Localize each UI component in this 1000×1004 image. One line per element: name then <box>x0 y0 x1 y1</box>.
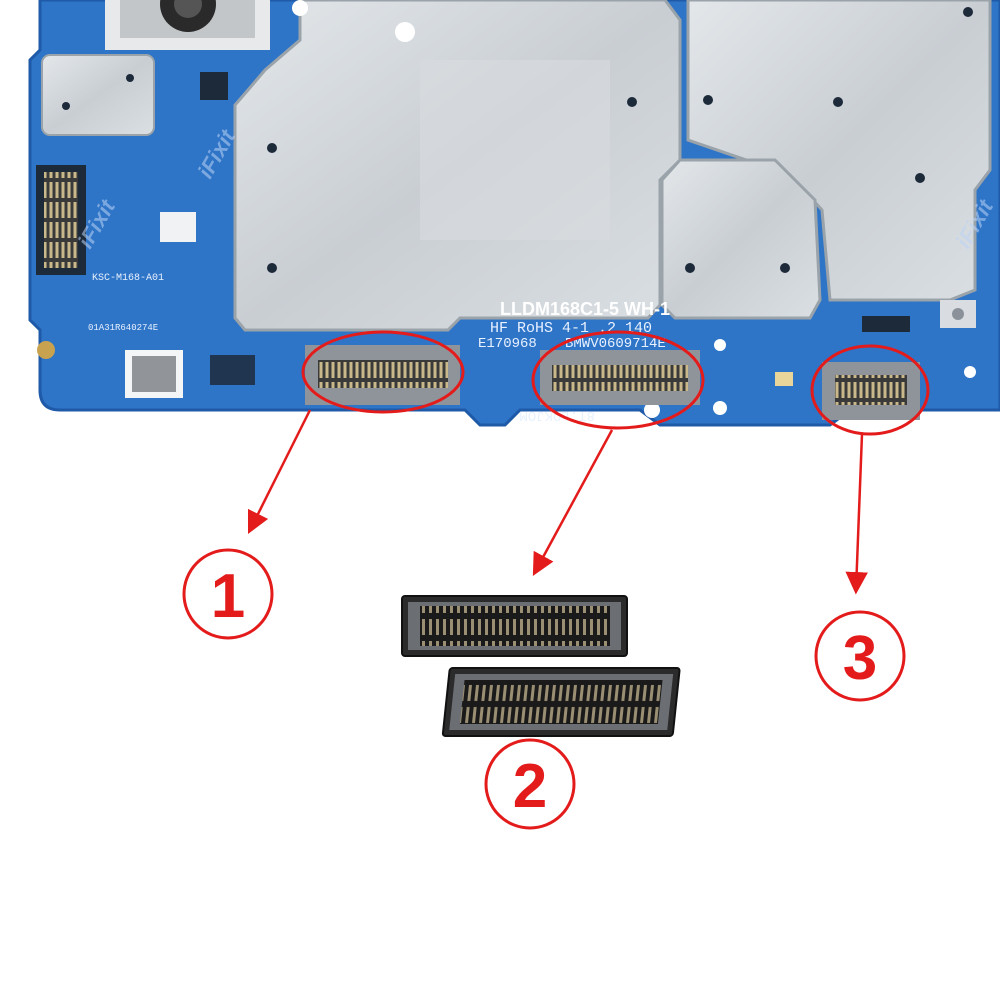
board-connector-1 <box>305 345 460 405</box>
loose-connector-lower <box>441 667 681 737</box>
board-left-marking-2: 01A31R640274E <box>88 323 158 333</box>
board-connector-2 <box>540 350 700 405</box>
board-components <box>37 0 976 418</box>
callout-arrow-3 <box>845 433 868 595</box>
callout-arrow-1 <box>247 409 312 535</box>
side-connector <box>36 165 86 275</box>
callout-3: 3 <box>814 610 906 702</box>
board-lot-marking-right: BMWV0609714E <box>565 336 666 352</box>
callout-1: 1 <box>182 548 274 640</box>
camera-module <box>105 0 270 50</box>
highlight-ellipse-3 <box>810 344 930 436</box>
middle-shield <box>660 158 822 320</box>
board-lot-marking: E170968 <box>478 336 537 352</box>
board-model-marking: LLDM168C1-5 WH-1 <box>500 299 670 319</box>
highlight-ellipse-2 <box>531 330 705 430</box>
board-connector-3 <box>822 362 920 420</box>
highlight-ellipse-1 <box>301 330 465 414</box>
loose-connector-upper <box>401 595 628 657</box>
svg-text:1: 1 <box>211 562 245 631</box>
board-left-marking-1: KSC-M168-A01 <box>92 273 164 284</box>
board-rohs-marking: HF RoHS 4-1 .2 140 <box>490 320 652 337</box>
callout-2: 2 <box>484 738 576 830</box>
svg-text:3: 3 <box>843 624 877 693</box>
small-shield <box>41 54 155 136</box>
callout-arrow-2 <box>532 429 614 576</box>
svg-text:2: 2 <box>513 752 547 821</box>
